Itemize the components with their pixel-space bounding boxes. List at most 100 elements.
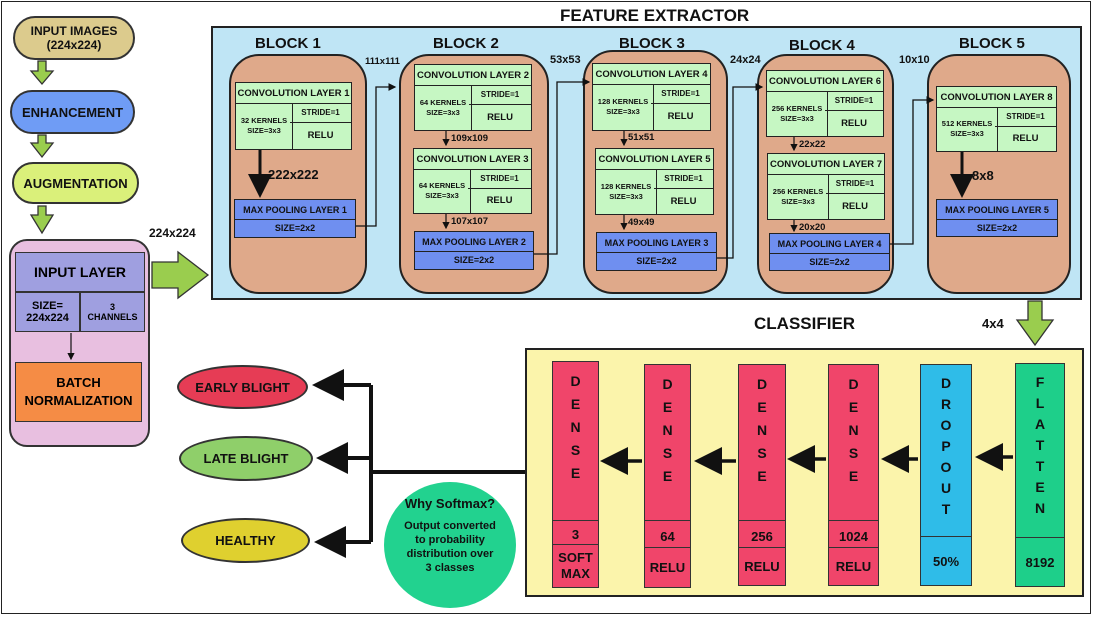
- conv-layer-4-kernels: 128 KERNELS SIZE=3x3: [593, 84, 654, 130]
- column-letter: L: [1035, 395, 1045, 411]
- block-1-inner-dim: 222x222: [268, 167, 319, 182]
- dense-1024-activation: RELU: [829, 547, 878, 585]
- pool-layer-2-size: SIZE=2x2: [453, 255, 495, 265]
- column-letter: R: [940, 396, 952, 412]
- column-letter: S: [848, 445, 859, 461]
- conv-layer-2-stride: STRIDE=1: [469, 85, 531, 105]
- block-5-label: BLOCK 5: [959, 35, 1025, 52]
- block-4-label: BLOCK 4: [789, 37, 855, 54]
- column-letter: E: [848, 399, 859, 415]
- conv-layer-7: CONVOLUTION LAYER 7 256 KERNELS SIZE=3x3…: [767, 153, 885, 220]
- column-letter: F: [1035, 374, 1045, 390]
- conv-layer-7-stride: STRIDE=1: [826, 174, 884, 194]
- column-letter: E: [570, 396, 581, 412]
- block-3-dim-1: 51x51: [628, 132, 655, 143]
- column-letter: T: [1035, 458, 1045, 474]
- input-size-label: SIZE= 224x224: [26, 300, 69, 324]
- column-letter: D: [848, 376, 859, 392]
- block-4-dim-1: 22x22: [799, 139, 826, 150]
- conv-layer-1-title: CONVOLUTION LAYER 1: [236, 83, 351, 104]
- column-letter: D: [570, 373, 581, 389]
- column-letter: P: [941, 438, 951, 454]
- column-letter: E: [662, 399, 673, 415]
- column-letter: N: [848, 422, 859, 438]
- column-letter: D: [940, 375, 952, 391]
- conv-layer-5-kernels: 128 KERNELS SIZE=3x3: [596, 169, 657, 214]
- conv-layer-4-title: CONVOLUTION LAYER 4: [593, 64, 710, 85]
- softmax-note-title: Why Softmax?: [404, 496, 496, 511]
- augmentation-node: AUGMENTATION: [12, 162, 139, 204]
- column-letter: S: [757, 445, 767, 461]
- column-letter: E: [662, 468, 673, 484]
- input-images-node: INPUT IMAGES (224x224): [13, 16, 135, 60]
- conv-layer-4: CONVOLUTION LAYER 4 128 KERNELS SIZE=3x3…: [592, 63, 711, 131]
- green-arrows: [29, 60, 1055, 347]
- pool-layer-4-title: MAX POOLING LAYER 4: [770, 234, 889, 254]
- pool-layer-3: MAX POOLING LAYER 3 SIZE=2x2: [596, 232, 717, 271]
- conv-layer-7-title: CONVOLUTION LAYER 7: [768, 154, 884, 175]
- conv-layer-8-kernels: 512 KERNELS SIZE=3x3: [937, 107, 998, 151]
- block-5-out-dim: 4x4: [982, 316, 1004, 331]
- column-letter: E: [848, 468, 859, 484]
- conv-layer-5: CONVOLUTION LAYER 5 128 KERNELS SIZE=3x3…: [595, 148, 714, 215]
- dense-3-activation: SOFT MAX: [553, 544, 598, 587]
- conv-layer-7-kernels: 256 KERNELS SIZE=3x3: [768, 174, 829, 219]
- dense-64-units: 64: [645, 520, 690, 551]
- block-2-label: BLOCK 2: [433, 35, 499, 52]
- input-layer-title-cell: INPUT LAYER: [15, 252, 145, 292]
- conv-layer-5-title: CONVOLUTION LAYER 5: [596, 149, 713, 170]
- conv-layer-8-stride: STRIDE=1: [995, 107, 1056, 127]
- column-letter: E: [757, 399, 767, 415]
- input-images-label: INPUT IMAGES (224x224): [30, 24, 118, 52]
- block-1-label: BLOCK 1: [255, 35, 321, 52]
- dense-256-units: 256: [739, 520, 785, 551]
- conv-layer-1-kernels: 32 KERNELS SIZE=3x3: [236, 103, 293, 149]
- conv-layer-1-act: RELU: [307, 130, 334, 141]
- enhancement-label: ENHANCEMENT: [21, 104, 124, 120]
- column-letter: S: [662, 445, 673, 461]
- output-healthy: HEALTHY: [181, 518, 310, 563]
- column-letter: D: [756, 376, 768, 392]
- output-early-blight-label: EARLY BLIGHT: [195, 379, 290, 395]
- dense-3-units: 3: [553, 520, 598, 548]
- column-letter: N: [756, 422, 768, 438]
- pool-layer-1-size: SIZE=2x2: [274, 223, 316, 233]
- pool-layer-1: MAX POOLING LAYER 1 SIZE=2x2: [234, 199, 356, 238]
- output-late-blight: LATE BLIGHT: [179, 436, 313, 481]
- pool-layer-5-size: SIZE=2x2: [976, 222, 1018, 233]
- conv-layer-6: CONVOLUTION LAYER 6 256 KERNELS SIZE=3x3…: [766, 70, 884, 137]
- column-letter: E: [1035, 479, 1045, 495]
- pool-layer-4: MAX POOLING LAYER 4 SIZE=2x2: [769, 233, 890, 271]
- pool-layer-5-title: MAX POOLING LAYER 5: [937, 200, 1057, 220]
- column-letter: A: [1034, 416, 1046, 432]
- pool-layer-3-size: SIZE=2x2: [636, 256, 677, 266]
- column-letter: E: [757, 468, 767, 484]
- block-5-inner-dim: 8x8: [972, 168, 994, 183]
- block-2-dim-1: 109x109: [451, 133, 488, 144]
- conv-layer-3-act: RELU: [486, 195, 513, 206]
- input-channels-label: 3 CHANNELS: [87, 302, 138, 322]
- dense-1024-units: 1024: [829, 520, 878, 551]
- column-letter: N: [570, 419, 581, 435]
- conv-layer-2: CONVOLUTION LAYER 2 64 KERNELS SIZE=3x3 …: [414, 64, 532, 131]
- conv-layer-6-kernels: 256 KERNELS SIZE=3x3: [767, 91, 828, 136]
- output-late-blight-label: LATE BLIGHT: [203, 451, 289, 466]
- conv-layer-7-act: RELU: [842, 200, 868, 212]
- input-layer-title: INPUT LAYER: [33, 264, 127, 280]
- output-healthy-label: HEALTHY: [215, 533, 276, 548]
- pool-layer-5: MAX POOLING LAYER 5 SIZE=2x2: [936, 199, 1058, 237]
- column-letter: N: [1034, 500, 1046, 516]
- conv-layer-5-stride: STRIDE=1: [654, 169, 713, 189]
- conv-layer-1: CONVOLUTION LAYER 1 32 KERNELS SIZE=3x3 …: [235, 82, 352, 150]
- conv-layer-8: CONVOLUTION LAYER 8 512 KERNELS SIZE=3x3…: [936, 86, 1057, 152]
